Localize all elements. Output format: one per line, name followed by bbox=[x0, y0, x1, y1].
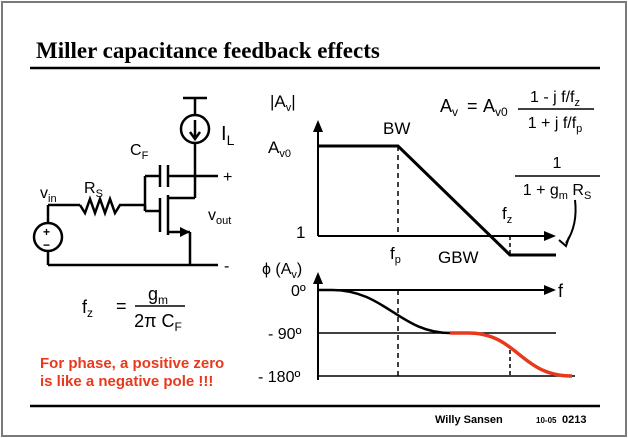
fz-numerator: gm bbox=[148, 284, 168, 307]
phase-f-label: f bbox=[558, 281, 564, 301]
source-minus: − bbox=[43, 238, 50, 252]
one-label: 1 bbox=[296, 223, 305, 242]
output-minus: - bbox=[224, 258, 229, 275]
fp-label: fp bbox=[390, 244, 401, 266]
fz-label: fz bbox=[502, 204, 512, 226]
note-line-1: For phase, a positive zero bbox=[40, 355, 224, 372]
phase-pole-curve bbox=[318, 288, 451, 335]
phase-tick-minus180: - 180º bbox=[258, 369, 300, 386]
gain-equals: = bbox=[467, 96, 478, 116]
input-label: vin bbox=[40, 185, 57, 205]
phase-tick-0: 0º bbox=[291, 283, 306, 300]
note-line-2: is like a negative pole !!! bbox=[40, 373, 213, 390]
a-v0-label: Av0 bbox=[268, 138, 291, 160]
footer-author: Willy Sansen bbox=[435, 414, 503, 426]
phase-y-arrow-icon bbox=[313, 272, 323, 284]
bw-label: BW bbox=[383, 119, 410, 138]
footer-date-code: 10-05 bbox=[536, 416, 557, 425]
mag-axis-label: |Av| bbox=[270, 92, 296, 114]
output-plus: + bbox=[223, 169, 232, 186]
cap-label: CF bbox=[130, 142, 149, 162]
phase-axis-label: ϕ (Av) bbox=[262, 261, 302, 281]
gain-lhs: Av bbox=[440, 96, 458, 119]
zero-denominator: 1 + gm RS bbox=[523, 182, 592, 202]
current-source-arrow-head bbox=[188, 131, 202, 142]
footer-page-number: 0213 bbox=[562, 414, 586, 426]
gain-formula: Av = Av0 1 - j f/fz 1 + j f/fp bbox=[440, 89, 594, 135]
gain-rhs: Av0 bbox=[483, 96, 508, 119]
mag-y-arrow-icon bbox=[313, 120, 323, 132]
zero-formula: 1 1 + gm RS bbox=[515, 155, 600, 248]
fz-lhs: fz bbox=[82, 297, 93, 320]
source-plus: + bbox=[43, 225, 50, 239]
fz-denominator: 2π CF bbox=[134, 311, 182, 334]
magnitude-plot: |Av| Av0 1 BW GBW fp fz bbox=[268, 92, 556, 267]
fz-equals: = bbox=[116, 296, 127, 316]
phase-zero-curve bbox=[450, 331, 573, 378]
mag-bode-curve bbox=[318, 144, 556, 257]
gbw-label: GBW bbox=[438, 248, 479, 267]
output-label: vout bbox=[208, 207, 231, 227]
mosfet-arrow-icon bbox=[180, 227, 190, 237]
zero-pointer-arrow-head bbox=[558, 236, 570, 248]
current-source-label: IL bbox=[221, 123, 235, 148]
phase-tick-minus90: - 90º bbox=[268, 326, 302, 343]
resistor-zigzag bbox=[78, 195, 145, 217]
slide-title: Miller capacitance feedback effects bbox=[36, 38, 380, 63]
fz-formula: fz = gm 2π CF bbox=[82, 284, 185, 334]
mag-x-arrow-icon bbox=[544, 231, 556, 241]
zero-numerator: 1 bbox=[553, 155, 562, 172]
gain-numerator: 1 - j f/fz bbox=[530, 89, 580, 109]
resistor-label: RS bbox=[84, 180, 103, 200]
phase-x-arrow-icon bbox=[544, 285, 556, 295]
circuit-schematic bbox=[32, 96, 218, 267]
phase-plot: ϕ (Av) f 0º - 90º - 180º bbox=[258, 261, 575, 386]
gain-denominator: 1 + j f/fp bbox=[528, 115, 583, 135]
